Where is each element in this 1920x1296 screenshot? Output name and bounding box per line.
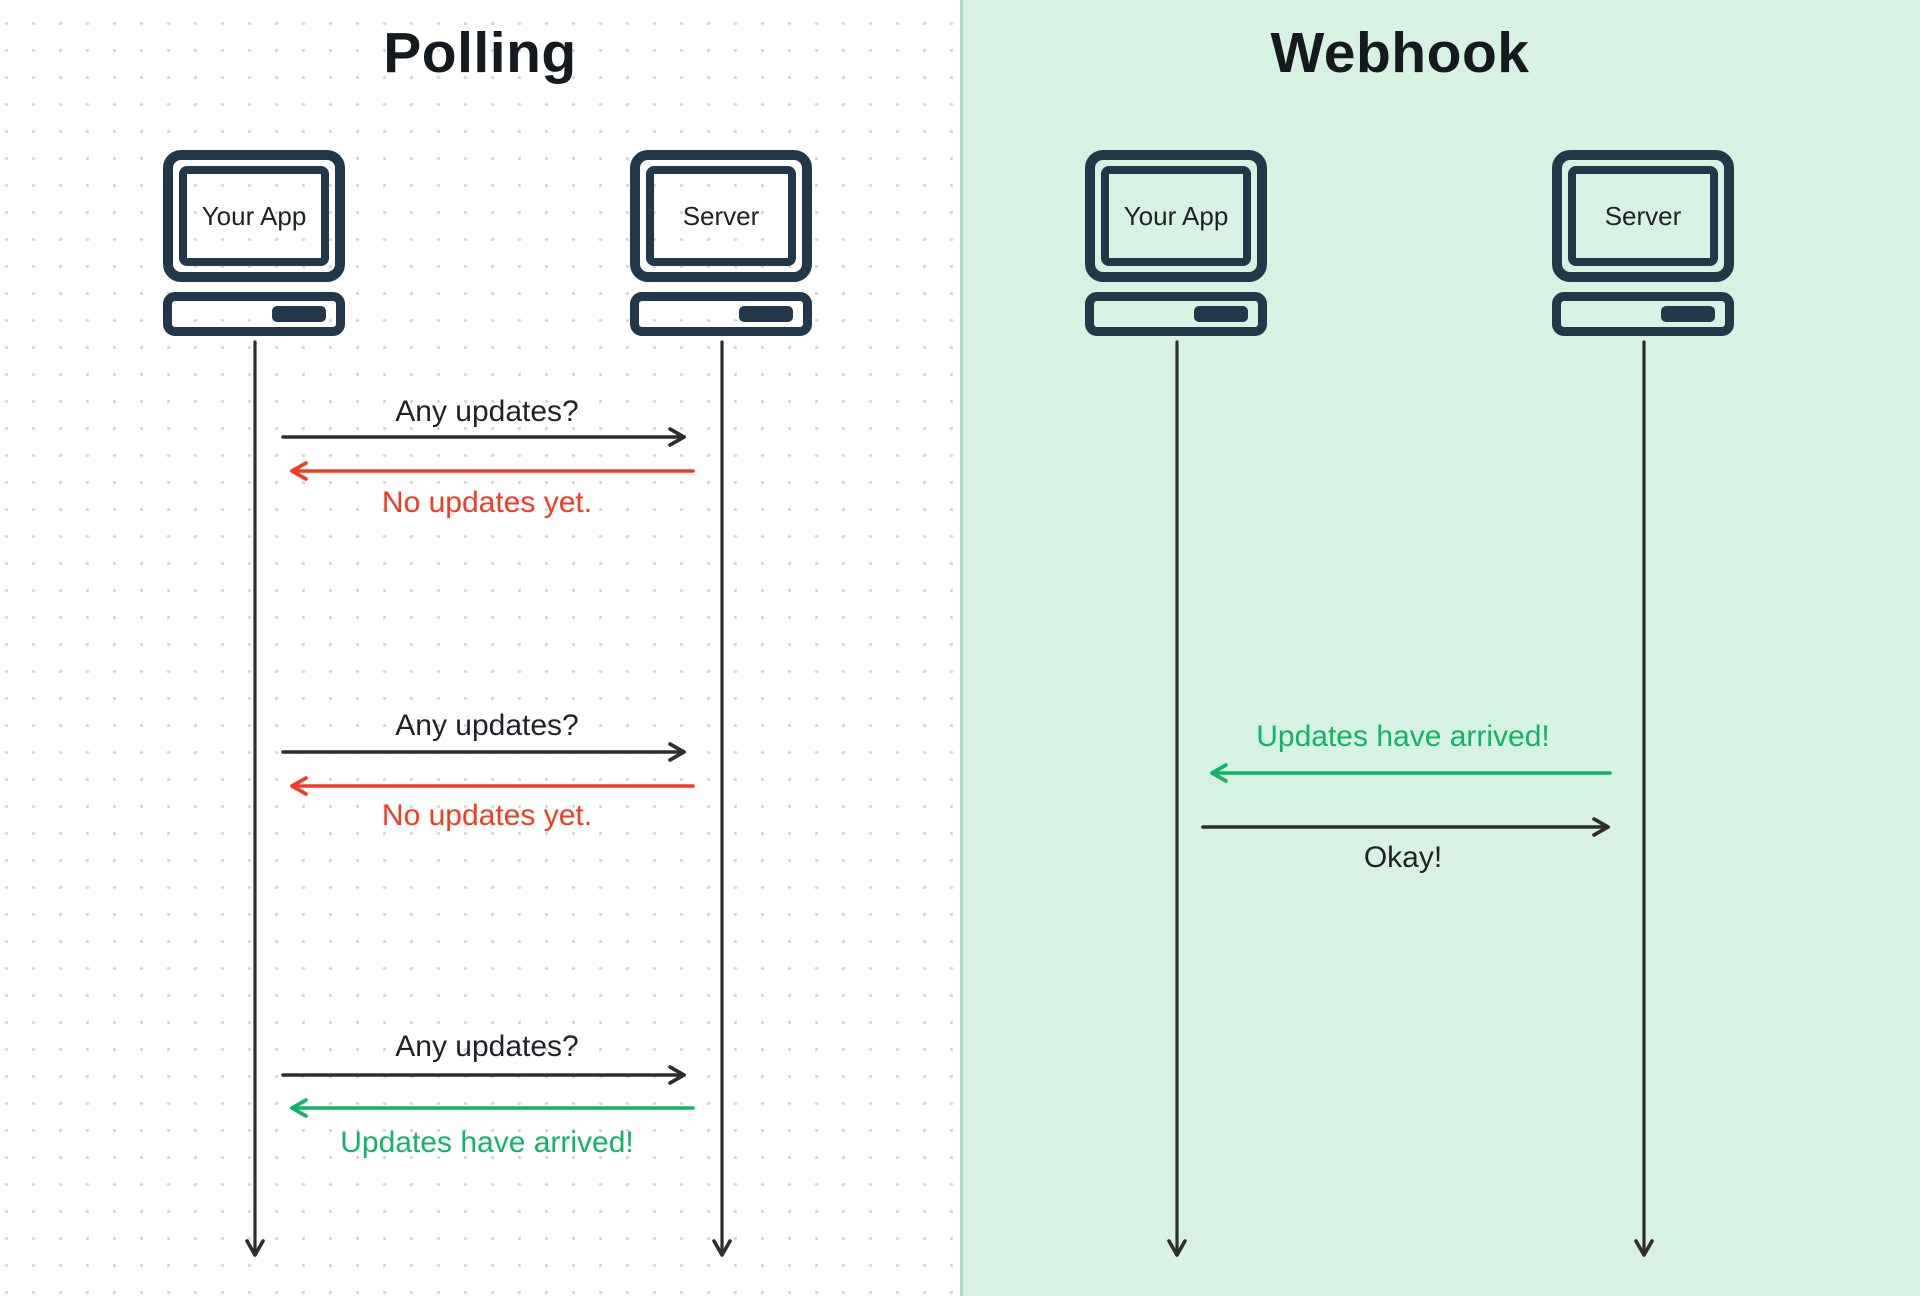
response-label-2: No updates yet. [381,799,593,832]
computer-base-icon [1552,292,1734,336]
actor-label: Server [1604,200,1682,231]
power-button-icon [1661,306,1715,322]
computer-screen: Your App [179,166,329,266]
computer-monitor-icon: Server [1552,150,1734,282]
response-label-1: No updates yet. [381,486,593,519]
actor-polling-your-app: Your App [163,150,347,336]
polling-panel [0,0,960,1296]
actor-webhook-server: Server [1552,150,1736,336]
polling-title: Polling [383,21,577,85]
request-label-2: Any updates? [395,709,579,742]
actor-label: Your App [201,200,307,231]
actor-label: Your App [1123,200,1229,231]
computer-monitor-icon: Server [630,150,812,282]
request-label-3: Any updates? [395,1030,579,1063]
actor-label: Server [682,200,760,231]
webhook-notification-label: Updates have arrived! [1256,720,1550,753]
computer-base-icon [163,292,345,336]
webhook-ack-label: Okay! [1363,841,1443,874]
response-label-3: Updates have arrived! [340,1126,634,1159]
computer-screen: Server [1568,166,1718,266]
power-button-icon [739,306,793,322]
request-label-1: Any updates? [395,395,579,428]
power-button-icon [272,306,326,322]
computer-screen: Server [646,166,796,266]
computer-screen: Your App [1101,166,1251,266]
power-button-icon [1194,306,1248,322]
actor-polling-server: Server [630,150,814,336]
computer-monitor-icon: Your App [163,150,345,282]
webhook-panel [960,0,1920,1296]
computer-monitor-icon: Your App [1085,150,1267,282]
webhook-title: Webhook [1270,21,1530,85]
computer-base-icon [1085,292,1267,336]
actor-webhook-your-app: Your App [1085,150,1269,336]
computer-base-icon [630,292,812,336]
